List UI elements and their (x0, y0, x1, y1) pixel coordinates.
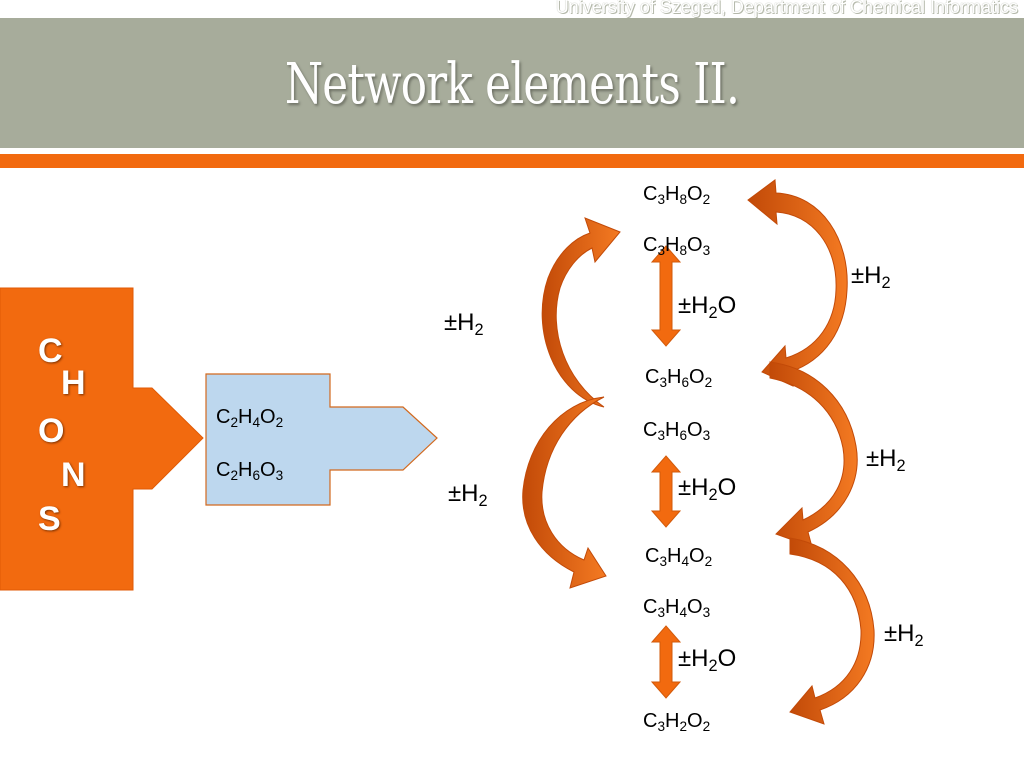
header-band (0, 18, 1024, 148)
left-arc-upper (541, 217, 621, 408)
h2o-label: ±H2O (678, 292, 737, 322)
h2-label: ±H2 (448, 480, 488, 510)
right-arc-top (747, 179, 848, 387)
h2-label: ±H2 (884, 620, 924, 650)
inputs-block-arrow (205, 373, 438, 506)
element-h: H (61, 364, 86, 402)
h2o-label: ±H2O (678, 645, 737, 675)
node-formula: C3H2O2 (643, 710, 711, 735)
element-n: N (61, 456, 86, 494)
h2-label: ±H2 (444, 309, 484, 339)
right-arc-bottom (789, 537, 875, 725)
node-formula: C3H6O3 (643, 419, 711, 444)
double-arrow-3 (650, 625, 682, 699)
element-o: O (38, 412, 65, 450)
node-formula: C3H4O2 (645, 545, 713, 570)
left-arc-lower (522, 396, 607, 589)
institution-name: University of Szeged, Department of Chem… (555, 0, 1018, 17)
input-formula: C2H4O2 (216, 406, 284, 431)
element-c: C (38, 332, 63, 370)
h2o-label: ±H2O (678, 474, 737, 504)
slide-title: Network elements II. (284, 52, 740, 117)
h2-label: ±H2 (851, 262, 891, 292)
orange-divider (0, 154, 1024, 168)
node-formula: C3H8O2 (643, 183, 711, 208)
h2-label: ±H2 (866, 445, 906, 475)
element-s: S (38, 500, 61, 538)
node-formula: C3H4O3 (643, 596, 711, 621)
elements-block-arrow (0, 287, 204, 591)
double-arrow-1 (650, 245, 682, 347)
node-formula: C3H8O3 (643, 234, 711, 259)
node-formula: C3H6O2 (645, 366, 713, 391)
right-arc-middle (769, 361, 858, 548)
double-arrow-2 (650, 455, 682, 528)
input-formula: C2H6O3 (216, 459, 284, 484)
